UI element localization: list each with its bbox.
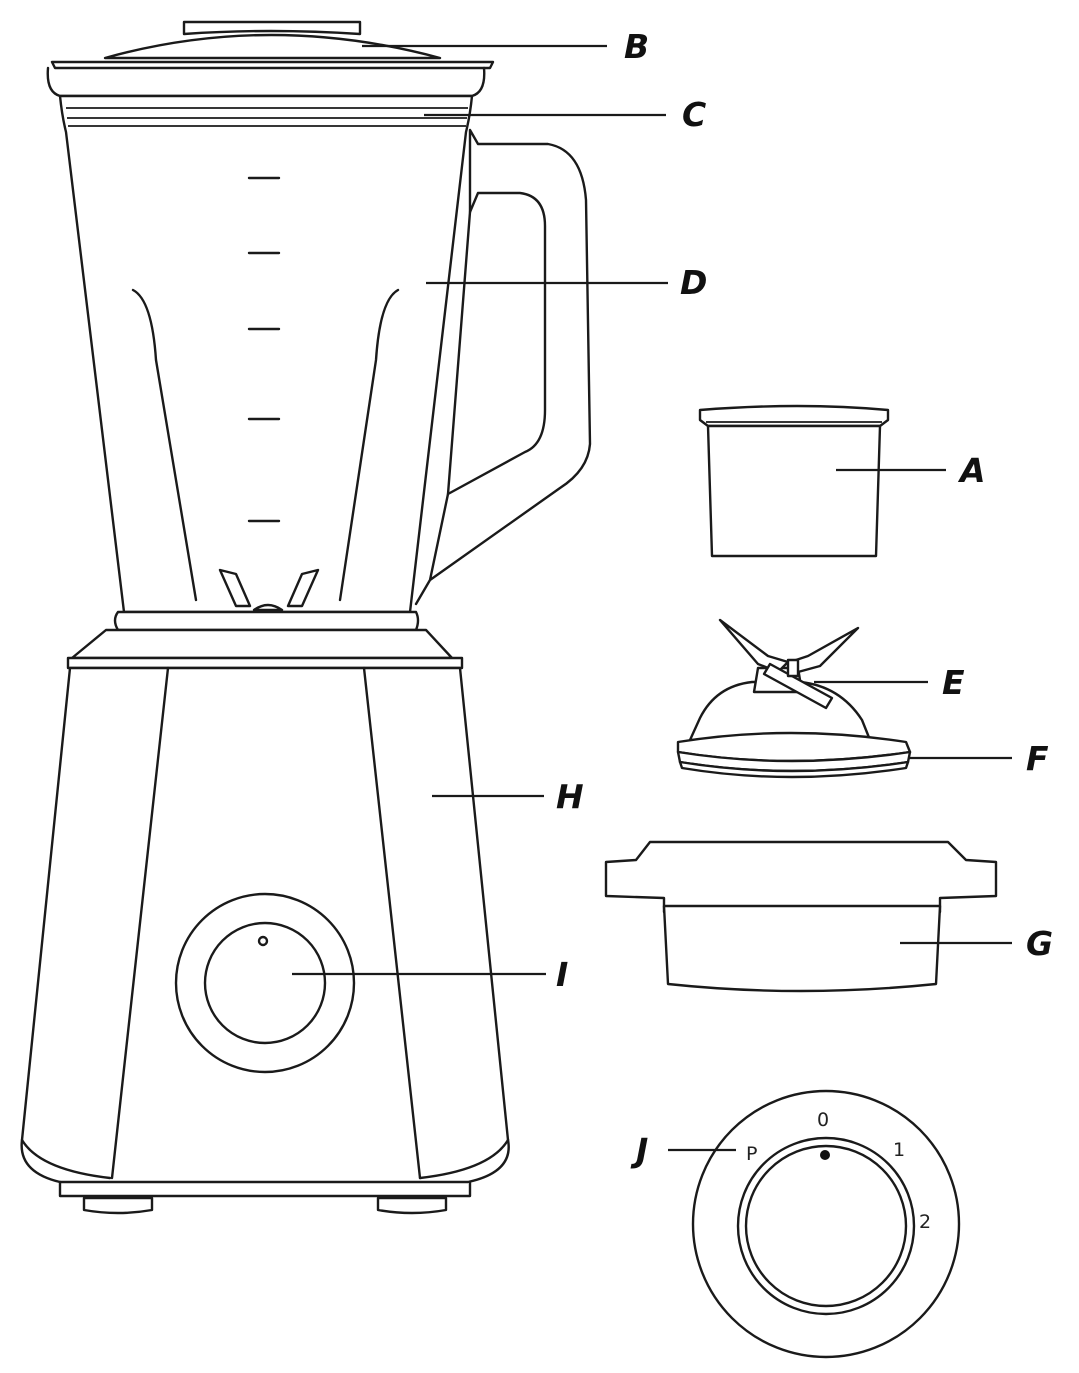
label-g: G [1026, 924, 1053, 963]
label-c: C [682, 95, 706, 134]
grinder-cup [698, 404, 890, 558]
callout-labels: B C D A E F H G I J [556, 27, 1053, 1170]
label-b: B [624, 27, 649, 66]
label-a: A [957, 451, 986, 490]
dial-position-1: 1 [893, 1139, 905, 1161]
blade-assembly [688, 618, 872, 742]
jar-collar [66, 610, 464, 670]
grinder-base [604, 840, 998, 993]
seal-ring [676, 731, 912, 779]
dial-position-p: P [746, 1143, 757, 1165]
leader-lines [292, 44, 1012, 1152]
jar-body [58, 94, 474, 614]
label-f: F [1026, 739, 1049, 778]
dial-position-2: 2 [919, 1211, 931, 1233]
label-d: D [680, 263, 707, 302]
control-knob [174, 892, 356, 1074]
dial-closeup: P 0 1 2 [691, 1089, 961, 1359]
jar-lid [46, 20, 495, 98]
jar-handle [414, 128, 592, 606]
label-j: J [630, 1131, 648, 1170]
label-e: E [942, 663, 965, 702]
label-h: H [556, 777, 584, 816]
label-i: I [556, 955, 568, 994]
dial-position-0: 0 [817, 1109, 829, 1131]
dial-indicator-dot [820, 1150, 830, 1160]
